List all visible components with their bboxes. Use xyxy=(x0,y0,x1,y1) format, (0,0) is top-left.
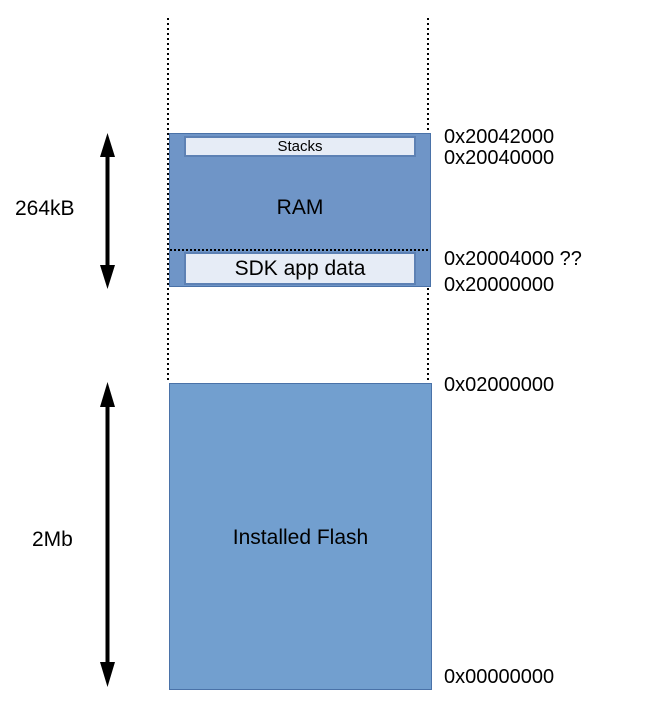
ram-size-label: 264kB xyxy=(15,197,75,220)
installed-flash-label: Installed Flash xyxy=(232,526,369,549)
stacks-box: Stacks xyxy=(184,136,416,157)
stacks-label: Stacks xyxy=(277,138,323,155)
installed-flash-block: Installed Flash xyxy=(169,383,432,690)
address-label-flash-top: 0x02000000 xyxy=(444,374,555,396)
address-label-ram-top: 0x20042000 xyxy=(444,126,555,148)
ram-size-arrow xyxy=(100,133,115,289)
sdk-app-data-box: SDK app data xyxy=(184,252,416,285)
ram-label: RAM xyxy=(276,196,324,219)
flash-size-arrow xyxy=(100,382,115,687)
sdk-dotted-divider xyxy=(170,249,430,251)
address-label-flash-base: 0x00000000 xyxy=(444,666,555,688)
flash-size-label: 2Mb xyxy=(32,528,73,551)
sdk-app-data-label: SDK app data xyxy=(234,257,366,280)
address-label-ram-base: 0x20000000 xyxy=(444,274,555,296)
address-label-sdk-top: 0x20004000 ?? xyxy=(444,248,582,270)
address-label-stacks-base: 0x20040000 xyxy=(444,147,555,169)
ram-block: Stacks RAM SDK app data xyxy=(169,133,431,287)
left-dotted-guideline xyxy=(167,18,169,383)
